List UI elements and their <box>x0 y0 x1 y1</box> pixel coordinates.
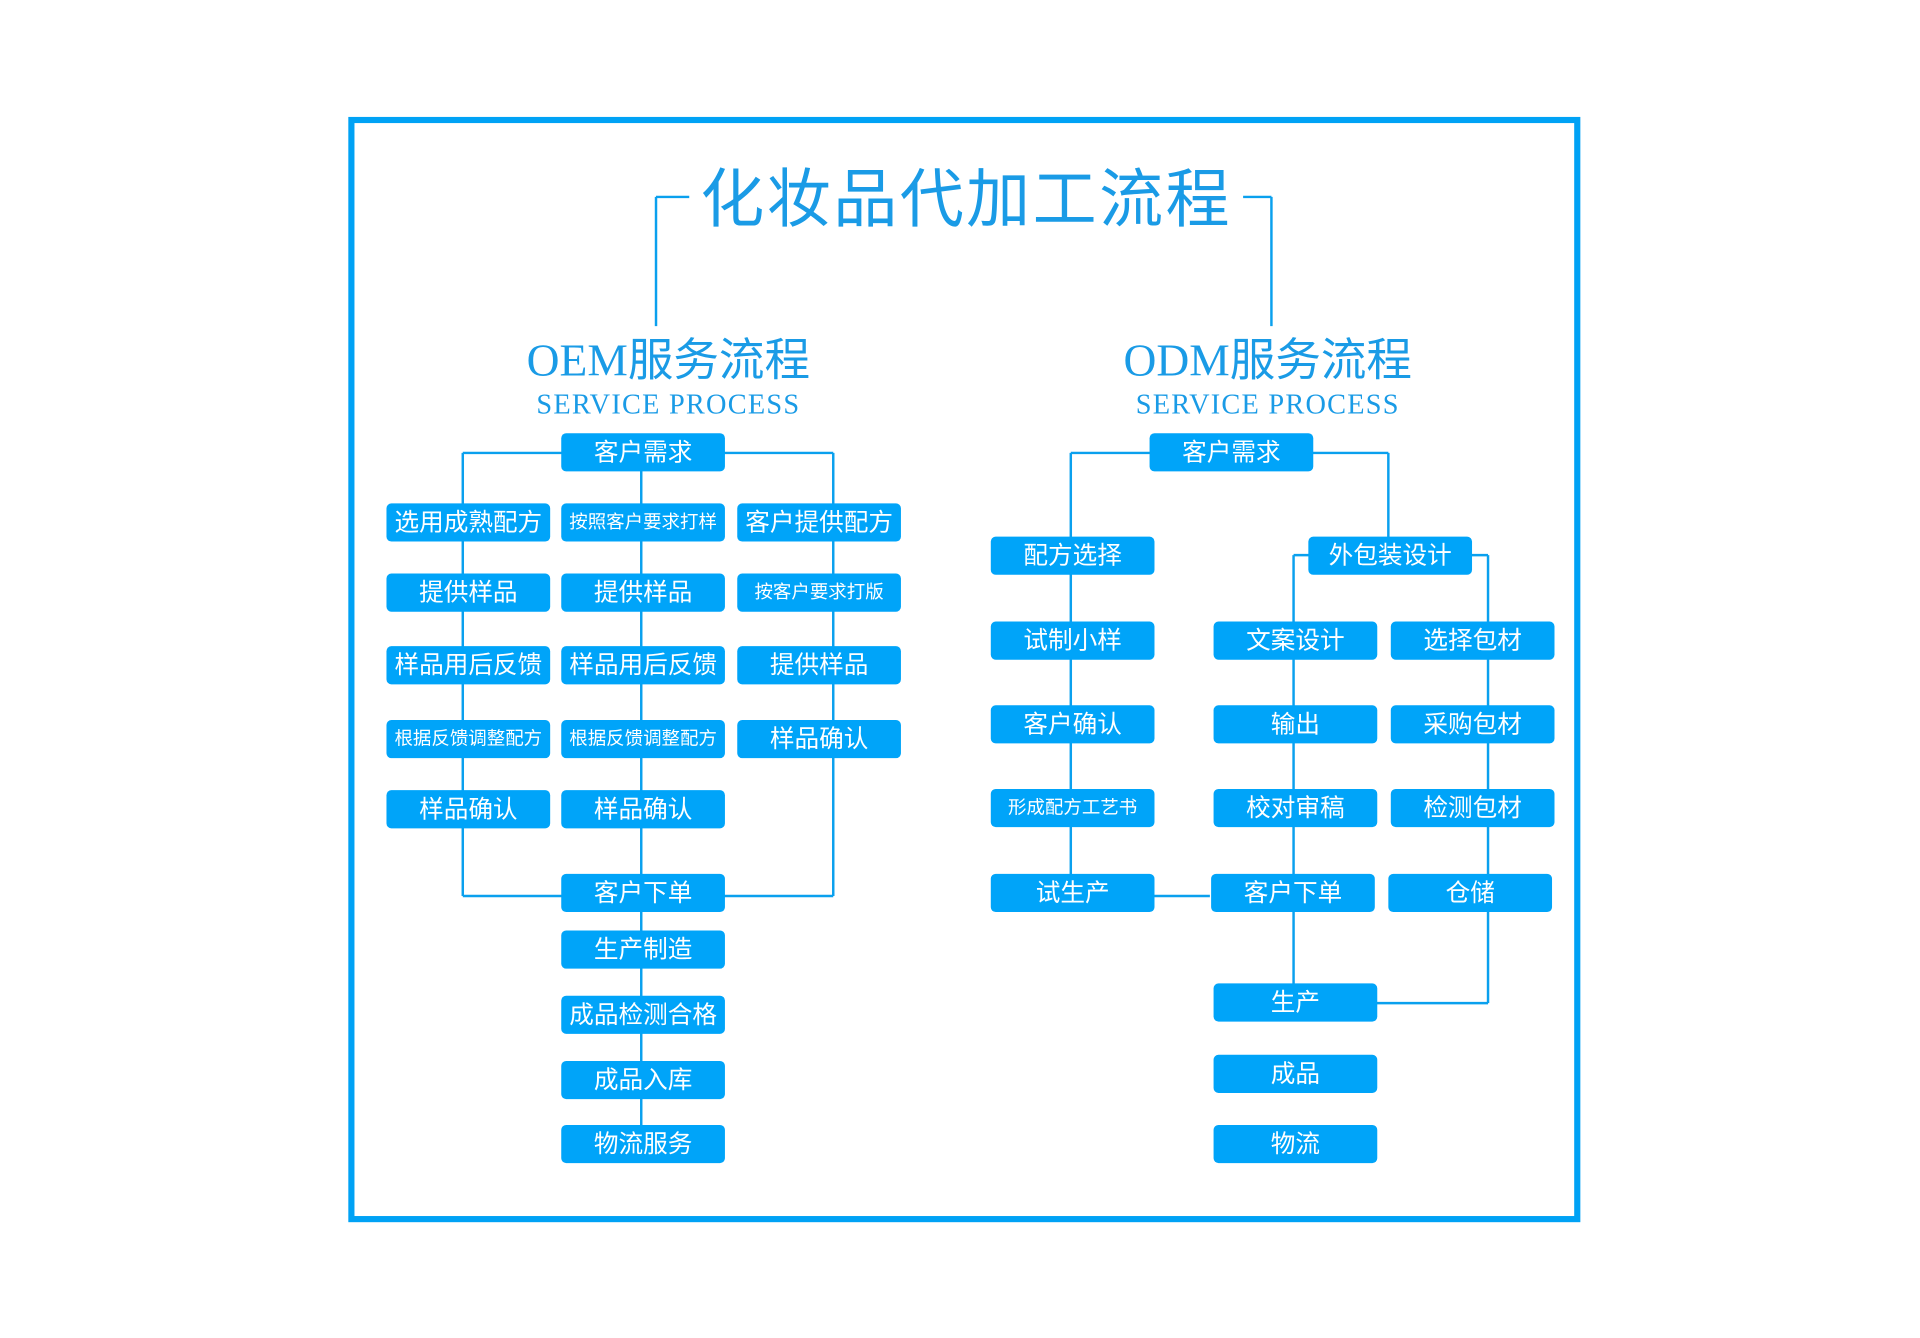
oem-col2-node: 按照客户要求打样 <box>561 503 725 542</box>
oem-col2-node: 样品用后反馈 <box>561 646 725 685</box>
odm-packaging-node: 外包装设计 <box>1308 536 1473 575</box>
oem-col2-node: 根据反馈调整配方 <box>561 720 725 759</box>
oem-col1-node: 样品用后反馈 <box>386 646 551 685</box>
odm-start-node: 客户需求 <box>1149 433 1314 472</box>
odm-mid-node: 物流 <box>1213 1124 1378 1164</box>
odm-left-node: 客户确认 <box>990 705 1155 744</box>
oem-col3-node: 样品确认 <box>737 720 901 759</box>
oem-col3-node: 客户提供配方 <box>737 503 901 542</box>
odm-right-node: 采购包材 <box>1390 705 1555 744</box>
odm-heading: ODM服务流程 <box>1123 336 1412 387</box>
odm-left-node: 形成配方工艺书 <box>990 788 1155 828</box>
oem-col2-node: 提供样品 <box>561 573 725 612</box>
odm-right-node: 检测包材 <box>1390 788 1555 828</box>
oem-col1-node: 选用成熟配方 <box>386 503 551 542</box>
odm-left-node: 试生产 <box>990 873 1155 913</box>
diagram-frame <box>348 116 1581 1223</box>
odm-mid-node: 客户下单 <box>1211 873 1375 913</box>
page-title: 化妆品代加工流程 <box>700 163 1233 238</box>
odm-heading-block: ODM服务流程 SERVICE PROCESS <box>1083 335 1452 421</box>
odm-mid-node: 输出 <box>1213 705 1378 744</box>
oem-tail-node: 成品入库 <box>561 1060 725 1100</box>
odm-right-node: 选择包材 <box>1390 621 1555 660</box>
odm-mid-node: 生产 <box>1213 983 1378 1022</box>
oem-subheading: SERVICE PROCESS <box>536 388 801 420</box>
odm-mid-node: 文案设计 <box>1213 621 1378 660</box>
odm-mid-node: 校对审稿 <box>1213 788 1378 828</box>
odm-mid-node: 成品 <box>1213 1054 1378 1093</box>
oem-tail-node: 物流服务 <box>561 1124 725 1164</box>
oem-col1-node: 根据反馈调整配方 <box>386 720 551 759</box>
odm-right-node: 仓储 <box>1388 873 1553 913</box>
odm-subheading: SERVICE PROCESS <box>1135 388 1400 420</box>
oem-heading-block: OEM服务流程 SERVICE PROCESS <box>484 335 853 421</box>
oem-col2-node: 样品确认 <box>561 790 725 829</box>
oem-tail-node: 客户下单 <box>561 873 725 913</box>
oem-tail-node: 生产制造 <box>561 930 725 969</box>
oem-col1-node: 提供样品 <box>386 573 551 612</box>
oem-start-node: 客户需求 <box>561 433 725 472</box>
oem-heading: OEM服务流程 <box>526 336 811 387</box>
odm-left-node: 试制小样 <box>990 621 1155 660</box>
odm-left-node: 配方选择 <box>990 536 1155 575</box>
oem-col1-node: 样品确认 <box>386 790 551 829</box>
oem-col3-node: 按客户要求打版 <box>737 573 901 612</box>
oem-col3-node: 提供样品 <box>737 646 901 685</box>
oem-tail-node: 成品检测合格 <box>561 995 725 1034</box>
